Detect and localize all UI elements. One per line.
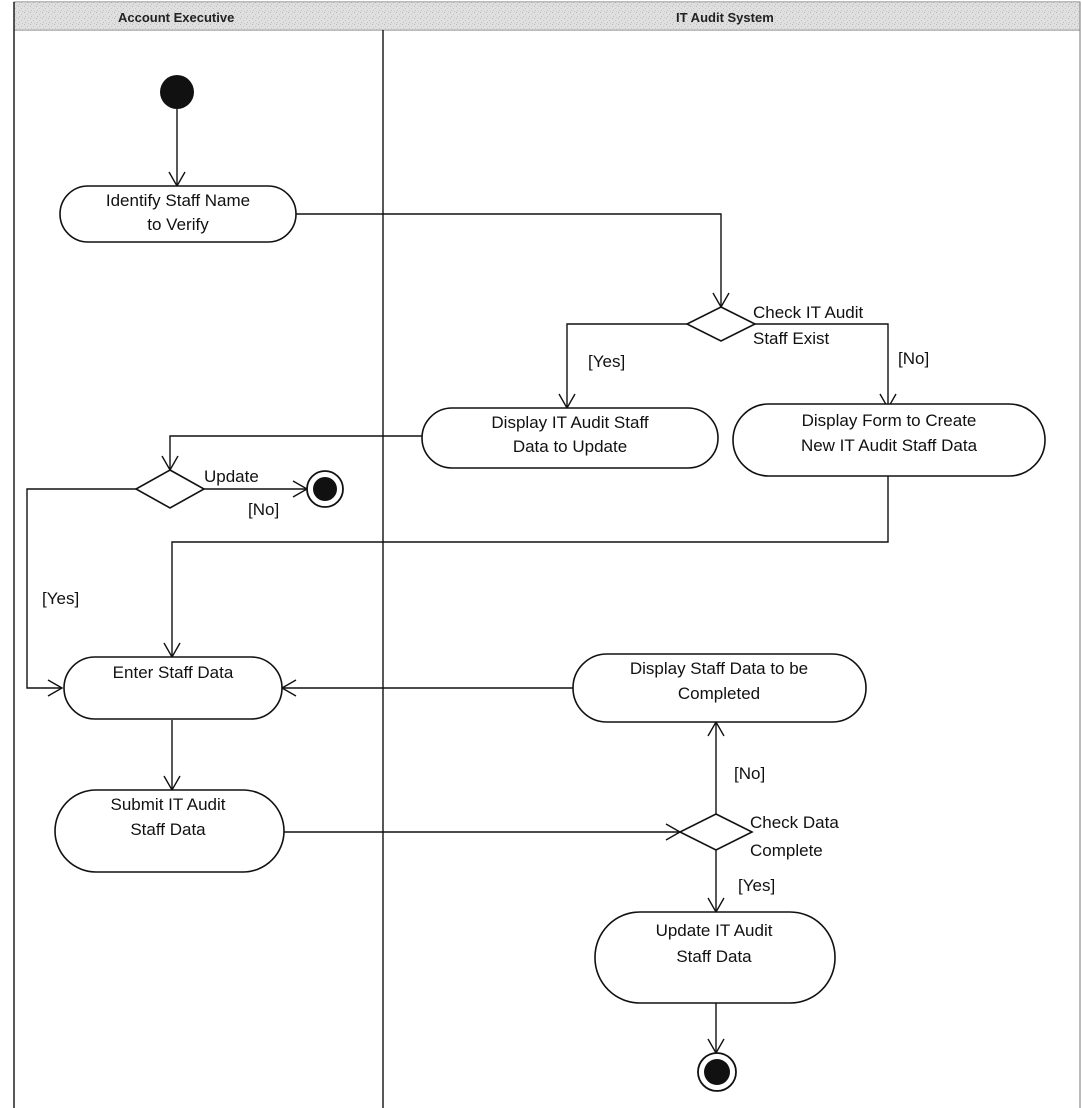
activity-display-update-line1: Display IT Audit Staff — [491, 413, 648, 432]
guard-complete-yes: [Yes] — [738, 876, 775, 895]
flow-start-to-identify — [168, 109, 186, 188]
activity-display-form-line1: Display Form to Create — [802, 411, 977, 430]
decision-update: Update — [134, 467, 259, 509]
final-node-end — [697, 1052, 737, 1092]
activity-enter-staff-line1: Enter Staff Data — [113, 663, 234, 682]
flow-update-yes-to-enter — [26, 488, 136, 697]
decision-check-exist-line1: Check IT Audit — [753, 303, 864, 322]
activity-display-update: Display IT Audit Staff Data to Update — [421, 407, 719, 469]
activity-display-form: Display Form to Create New IT Audit Staf… — [732, 403, 1046, 477]
activity-display-update-line2: Data to Update — [513, 437, 627, 456]
activity-enter-staff: Enter Staff Data — [63, 656, 283, 720]
guard-exist-no: [No] — [898, 349, 929, 368]
flow-check-complete-yes — [707, 850, 725, 914]
activity-submit-staff-line2: Staff Data — [130, 820, 206, 839]
guard-update-no: [No] — [248, 500, 279, 519]
flow-display-completed-to-enter — [280, 679, 576, 697]
activity-submit-staff: Submit IT Audit Staff Data — [54, 789, 285, 873]
activity-submit-staff-line1: Submit IT Audit — [111, 795, 226, 814]
flow-update-staff-to-final — [707, 1003, 725, 1055]
flow-display-update-to-update-decision — [161, 435, 425, 472]
flow-enter-to-submit — [163, 720, 181, 792]
guard-complete-no: [No] — [734, 764, 765, 783]
flow-identify-to-check-exist — [296, 213, 730, 309]
activity-identify-staff: Identify Staff Name to Verify — [59, 185, 297, 243]
flow-submit-to-check-complete — [284, 823, 682, 841]
decision-update-label: Update — [204, 467, 259, 486]
lane-title-account-executive: Account Executive — [118, 10, 234, 25]
final-node-update — [306, 470, 344, 508]
decision-check-complete-line1: Check Data — [750, 813, 839, 832]
decision-check-exist: Check IT Audit Staff Exist — [685, 303, 864, 348]
decision-check-exist-line2: Staff Exist — [753, 329, 829, 348]
decision-check-complete-line2: Complete — [750, 841, 823, 860]
lane-title-it-audit-system: IT Audit System — [676, 10, 774, 25]
activity-display-completed-line1: Display Staff Data to be — [630, 659, 808, 678]
decision-check-complete: Check Data Complete — [678, 813, 839, 860]
activity-display-form-line2: New IT Audit Staff Data — [801, 436, 978, 455]
activity-display-completed-line2: Completed — [678, 684, 760, 703]
flow-check-complete-no — [707, 720, 725, 814]
activity-update-staff-line1: Update IT Audit — [656, 921, 773, 940]
activity-update-staff-line2: Staff Data — [676, 947, 752, 966]
activity-display-completed: Display Staff Data to be Completed — [572, 653, 867, 723]
guard-update-yes: [Yes] — [42, 589, 79, 608]
activity-update-staff: Update IT Audit Staff Data — [594, 911, 836, 1004]
header-texture — [14, 2, 1080, 30]
activity-identify-staff-line1: Identify Staff Name — [106, 191, 250, 210]
activity-identify-staff-line2: to Verify — [147, 215, 209, 234]
initial-node — [160, 75, 194, 109]
guard-exist-yes: [Yes] — [588, 352, 625, 371]
